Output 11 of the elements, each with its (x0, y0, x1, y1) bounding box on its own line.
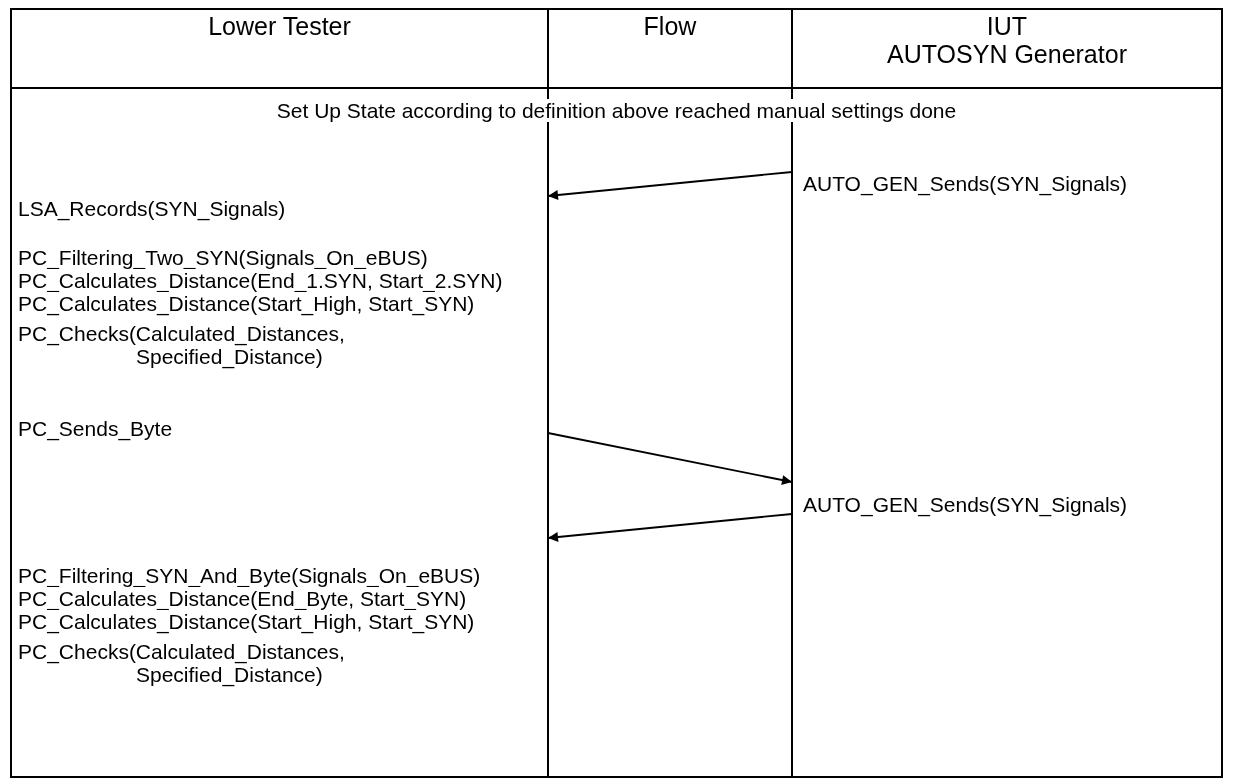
step-text: PC_Calculates_Distance(Start_High, Start_SYN) (18, 610, 475, 633)
arrow (547, 171, 793, 200)
step-text: PC_Calculates_Distance(Start_High, Start_SYN) (18, 292, 475, 315)
arrow (547, 432, 793, 485)
state-note: Set Up State according to definition above reached manual settings done (276, 99, 957, 122)
step-text: PC_Calculates_Distance(End_1.SYN, Start_2.SYN) (18, 269, 503, 292)
step-text: PC_Calculates_Distance(End_Byte, Start_SYN) (18, 587, 467, 610)
column-header: IUT (986, 12, 1028, 40)
column-header: AUTOSYN Generator (887, 40, 1127, 68)
arrow (547, 513, 793, 542)
column-header: Lower Tester (208, 12, 351, 40)
